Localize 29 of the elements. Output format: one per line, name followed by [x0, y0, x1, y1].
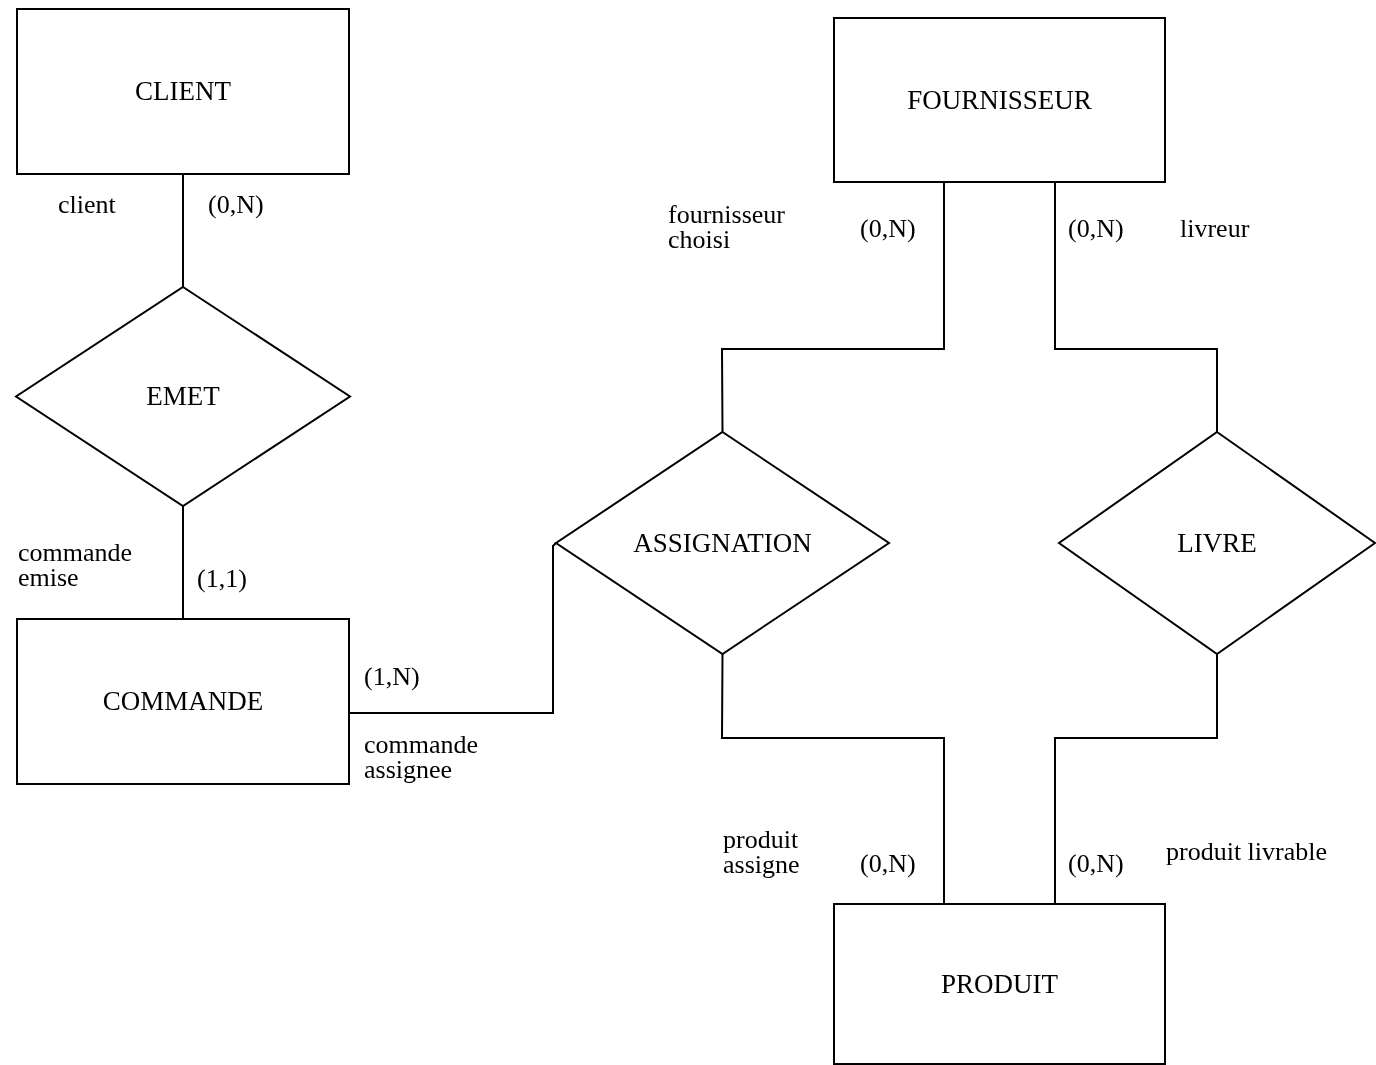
connector-line: [721, 182, 945, 433]
cardinality-label: (0,N): [208, 193, 264, 218]
entity-name: EMET: [146, 381, 220, 412]
entity-name: COMMANDE: [102, 686, 264, 717]
entity-name: CLIENT: [135, 76, 231, 107]
entity-name: FOURNISSEUR: [907, 84, 1092, 116]
connector-line: [182, 505, 184, 619]
connector-line: [182, 174, 184, 288]
role-label: produit livrable: [1166, 840, 1327, 865]
entity-box: [833, 17, 1166, 183]
relationship-diamond: [1059, 432, 1375, 654]
relationship-diamond: [556, 432, 889, 654]
entity-name: LIVRE: [1177, 527, 1257, 559]
entity-box: [16, 618, 350, 785]
relationship-diamond: [16, 287, 350, 506]
cardinality-label: (1,1): [197, 567, 247, 592]
cardinality-label: (0,N): [860, 217, 916, 242]
entity-name: PRODUIT: [941, 968, 1058, 1000]
cardinality-label: (0,N): [1068, 852, 1124, 877]
cardinality-label: (0,N): [860, 852, 916, 877]
entity-box: [833, 903, 1166, 1065]
connector-line: [1054, 653, 1218, 904]
connector-line: [1054, 182, 1218, 433]
entity-box: [16, 8, 350, 175]
cardinality-label: (0,N): [1068, 217, 1124, 242]
connector-line: [721, 653, 945, 904]
connector-line: [349, 542, 557, 714]
entity-name: ASSIGNATION: [633, 527, 812, 559]
cardinality-label: (1,N): [364, 665, 420, 690]
